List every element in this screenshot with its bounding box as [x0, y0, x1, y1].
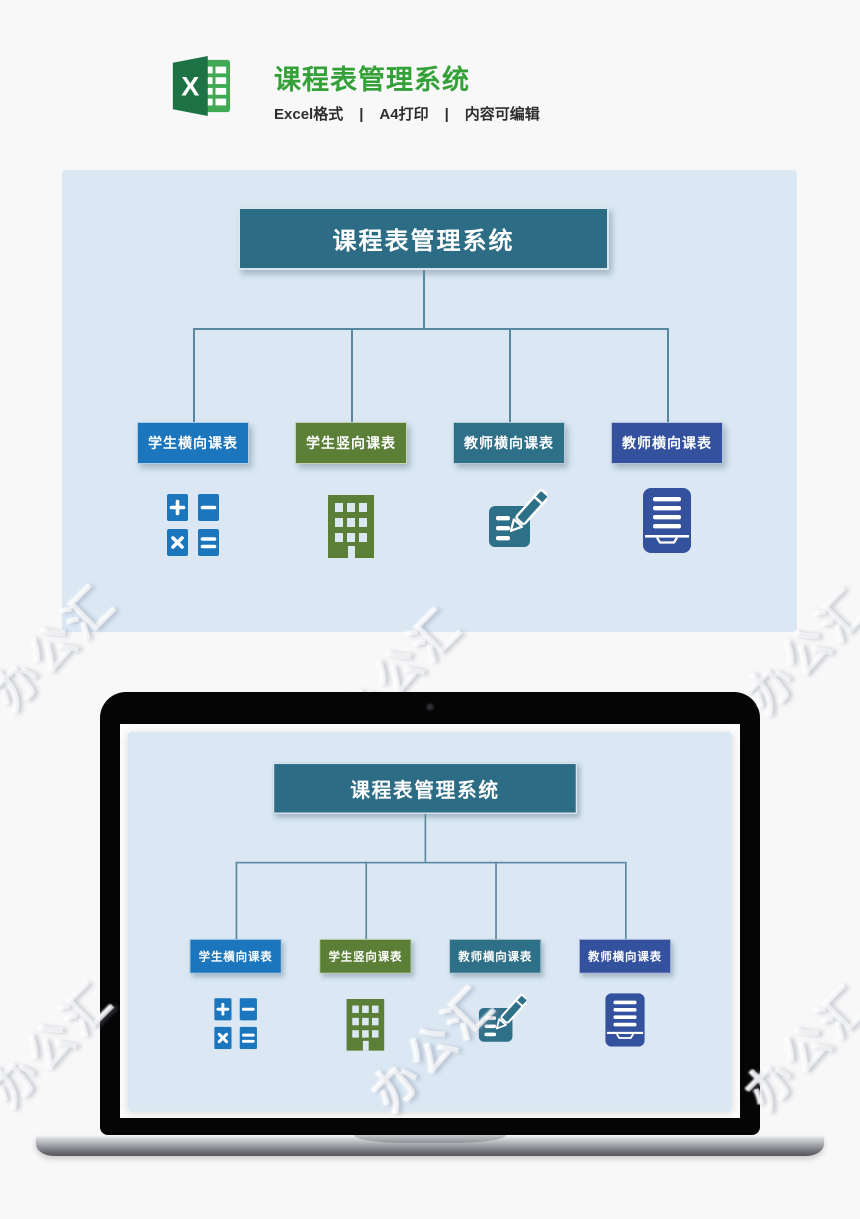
webcam-icon — [427, 704, 433, 710]
connector-line — [193, 328, 195, 422]
org-child-node: 学生竖向课表 — [295, 422, 407, 464]
connector-line — [495, 861, 497, 940]
connector-line — [509, 328, 511, 422]
org-child-node: 学生横向课表 — [189, 939, 282, 974]
document-pen-icon — [478, 994, 527, 1042]
org-child-node: 教师横向课表 — [579, 939, 672, 974]
org-root-node: 课程表管理系统 — [238, 207, 609, 270]
card-list-icon — [643, 488, 691, 553]
subtitle-print: A4打印 — [379, 106, 429, 123]
connector-line — [193, 328, 667, 330]
connector-line — [667, 328, 669, 422]
org-chart: 课程表管理系统 学生横向课表 学生竖向课表 教师横向课表 教师横向课表 — [128, 732, 732, 1112]
connector-line — [235, 861, 626, 864]
laptop-bezel: 课程表管理系统 学生横向课表 学生竖向课表 教师横向课表 教师横向课表 — [100, 692, 760, 1135]
org-child-node: 教师横向课表 — [453, 422, 565, 464]
connector-line — [424, 814, 426, 862]
building-icon — [328, 495, 374, 558]
calculator-icon — [214, 998, 257, 1050]
connector-line — [625, 861, 627, 940]
subtitle-format: Excel格式 — [274, 106, 344, 123]
org-child-node: 教师横向课表 — [449, 939, 542, 974]
document-pen-icon — [489, 489, 547, 547]
excel-icon: X — [172, 55, 231, 117]
connector-line — [351, 328, 353, 422]
org-root-node: 课程表管理系统 — [272, 762, 578, 815]
calculator-icon — [167, 494, 219, 556]
page-title: 课程表管理系统 — [274, 65, 470, 95]
connector-line — [235, 861, 237, 940]
org-child-node: 学生横向课表 — [137, 422, 249, 464]
laptop-base — [36, 1135, 824, 1156]
org-child-node: 教师横向课表 — [611, 422, 723, 464]
svg-text:X: X — [181, 71, 199, 102]
org-chart: 课程表管理系统 学生横向课表 学生竖向课表 教师横向课表 教师横向课表 — [62, 170, 797, 632]
laptop-screen: 课程表管理系统 学生横向课表 学生竖向课表 教师横向课表 教师横向课表 — [120, 724, 740, 1118]
subtitle-editable: 内容可编辑 — [464, 106, 540, 123]
subtitle-separator: | — [444, 106, 449, 123]
preview-panel: 课程表管理系统 学生横向课表 学生竖向课表 教师横向课表 教师横向课表 — [62, 170, 797, 632]
laptop-screen-preview: 课程表管理系统 学生横向课表 学生竖向课表 教师横向课表 教师横向课表 — [128, 732, 732, 1112]
connector-line — [365, 861, 367, 940]
building-icon — [346, 998, 385, 1051]
connector-line — [423, 270, 425, 328]
org-child-node: 学生竖向课表 — [319, 939, 412, 974]
card-list-icon — [605, 993, 645, 1047]
laptop-hinge-notch — [354, 1135, 506, 1143]
subtitle-separator: | — [359, 106, 364, 123]
page-subtitle: Excel格式 | A4打印 | 内容可编辑 — [274, 103, 540, 124]
